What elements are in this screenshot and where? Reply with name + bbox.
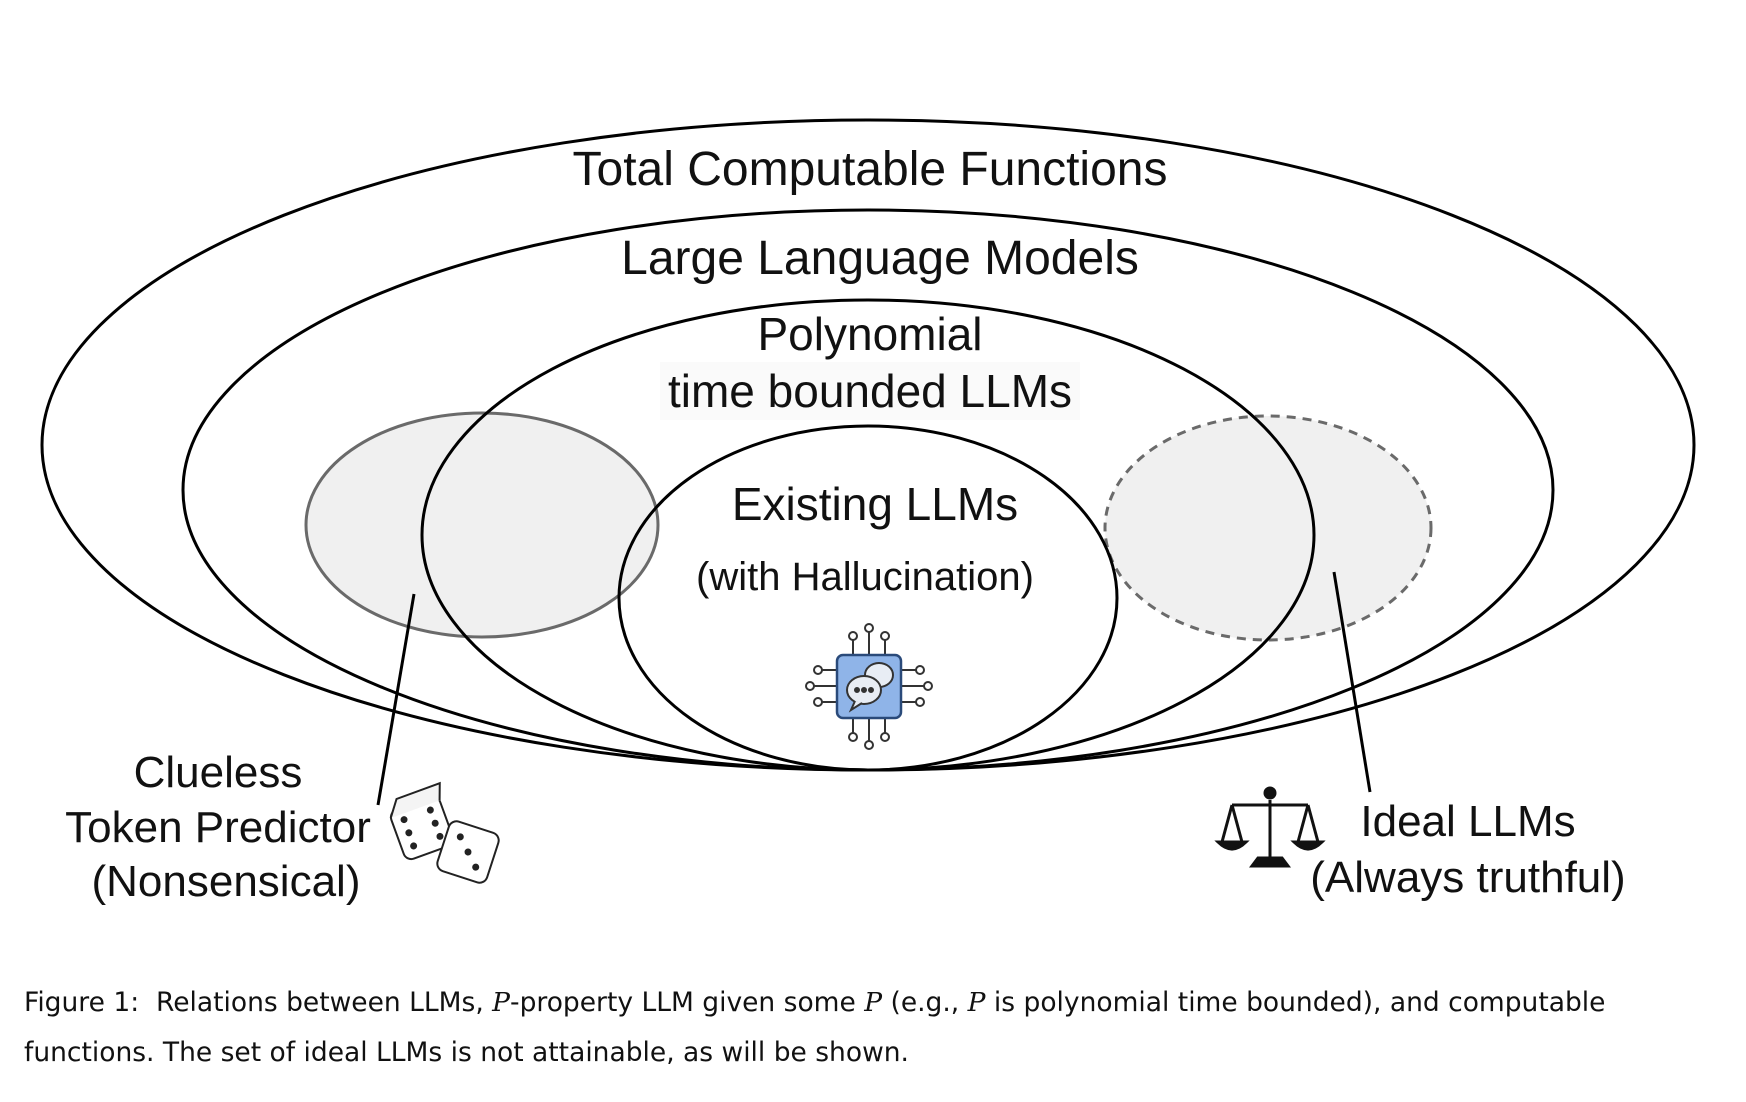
existing-llms-label-line1: Existing LLMs — [732, 478, 1018, 530]
caption-text-3: (e.g., — [882, 987, 968, 1018]
caption-label: Figure 1: — [24, 987, 140, 1018]
caption-text-2: -property LLM given some — [510, 987, 865, 1018]
polynomial-label-line1: Polynomial — [758, 308, 983, 360]
existing-llms-ellipse — [617, 424, 1119, 772]
balance-scale-icon — [1214, 786, 1326, 868]
ideal-label-line1: Ideal LLMs — [1360, 797, 1575, 846]
ideal-set-ellipse — [1103, 414, 1433, 642]
ideal-pointer-line — [1332, 571, 1372, 793]
clueless-label-line2: Token Predictor — [65, 803, 371, 852]
polynomial-label-background — [660, 362, 1080, 420]
caption-math-p: P — [492, 987, 511, 1018]
caption-math-p: P — [864, 987, 883, 1018]
polynomial-label-line2: time bounded LLMs — [668, 365, 1072, 417]
venn-diagram: Total Computable Functions Large Languag… — [40, 118, 1696, 906]
clueless-label-line1: Clueless — [134, 748, 303, 797]
llm-chip-icon — [805, 623, 933, 750]
dice-icon — [389, 781, 500, 884]
caption-math-p: P — [967, 987, 986, 1018]
ideal-label-line2: (Always truthful) — [1310, 853, 1625, 902]
large-language-models-label: Large Language Models — [621, 232, 1139, 285]
figure-caption: Figure 1: Relations between LLMs, P-prop… — [24, 978, 1724, 1078]
clueless-pointer-line — [376, 593, 416, 806]
existing-llms-label-line2: (with Hallucination) — [696, 555, 1034, 599]
clueless-label-line3: (Nonsensical) — [92, 857, 361, 906]
total-computable-functions-label: Total Computable Functions — [573, 143, 1168, 196]
clueless-set-ellipse — [304, 411, 660, 639]
caption-text-4: is polynomial time bounded), and computa… — [24, 987, 1606, 1068]
caption-text-1: Relations between LLMs, — [155, 987, 493, 1018]
